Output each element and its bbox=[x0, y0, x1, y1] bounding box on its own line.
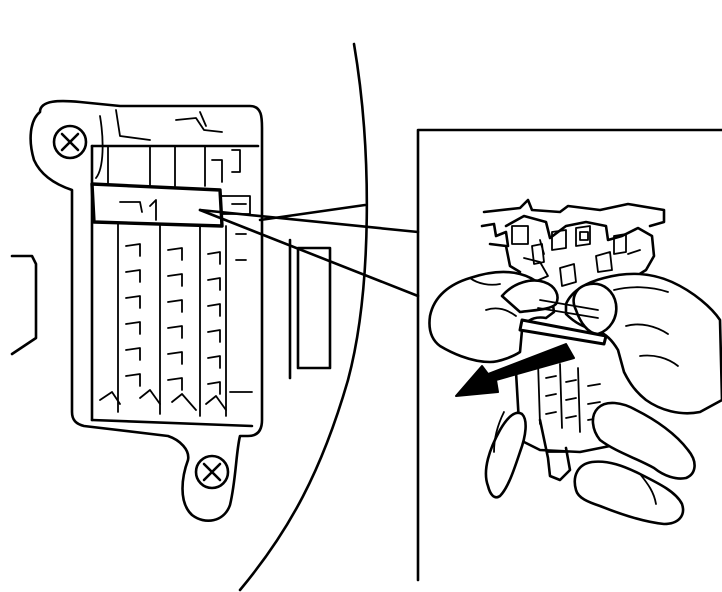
cpa-detail bbox=[518, 299, 608, 346]
connector-position-assurance-lock bbox=[90, 182, 251, 228]
mounting-screw-lower bbox=[194, 454, 230, 490]
leader-lines bbox=[198, 208, 420, 298]
hands bbox=[428, 270, 722, 526]
mounting-screw-upper bbox=[52, 124, 88, 160]
detail-inset bbox=[416, 128, 722, 582]
pull-direction-arrow bbox=[455, 343, 575, 397]
fuse-block bbox=[29, 99, 264, 523]
